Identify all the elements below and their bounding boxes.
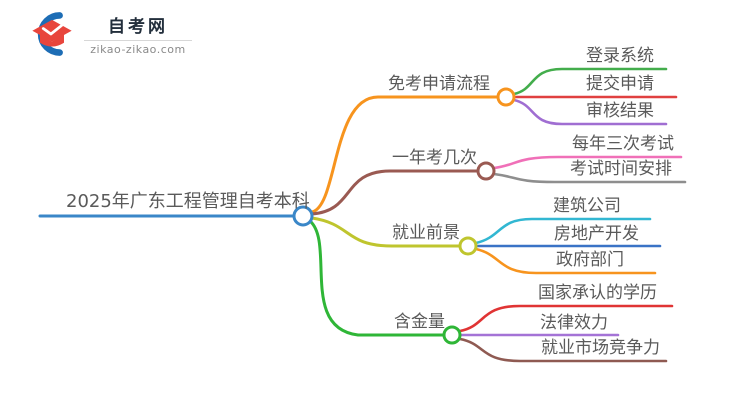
branch-label-employment-prospects: 就业前景 [392,223,460,243]
branch-1-curve [310,95,499,214]
site-logo: 自考网 zikao-zikao.com [28,10,192,58]
branch-label-credential-value: 含金量 [394,312,445,332]
leaf-2-2-line [492,172,687,184]
leaf-label-government-department: 政府部门 [556,250,624,270]
leaf-label-submit-application: 提交申请 [586,74,654,94]
leaf-3-1-line [474,217,652,245]
leaf-label-exam-schedule: 考试时间安排 [570,159,672,179]
branch-label-exemption-application-process: 免考申请流程 [388,74,490,94]
leaf-label-job-market-competitiveness: 就业市场竞争力 [541,338,660,358]
leaf-1-3-line [512,98,668,126]
branch-4-node [442,325,462,345]
leaf-label-construction-company: 建筑公司 [553,196,621,216]
leaf-label-legal-validity: 法律效力 [540,313,608,333]
logo-divider [84,40,192,41]
leaf-4-3-line [458,337,668,363]
leaf-2-1-line [492,155,683,170]
root-node [292,205,314,227]
branch-2-node [476,161,496,181]
root-node-label: 2025年广东工程管理自考本科 [66,191,310,212]
branch-4-curve [308,219,445,337]
branch-3-node [458,236,478,256]
branch-3-curve [310,216,461,248]
leaf-1-1-line [512,67,668,96]
leaf-3-3-line [474,247,657,275]
leaf-label-review-result: 审核结果 [586,101,654,121]
branch-1-node [496,87,516,107]
graduation-cap-icon [32,12,72,56]
branch-2-curve [310,169,479,216]
leaf-label-real-estate-development: 房地产开发 [554,224,639,244]
site-name: 自考网 [108,17,168,37]
leaf-4-1-line [458,304,674,333]
site-domain: zikao-zikao.com [90,43,186,56]
leaf-label-three-exams-per-year: 每年三次考试 [572,134,674,154]
leaf-label-login-system: 登录系统 [586,46,654,66]
leaf-label-state-recognized-qualification: 国家承认的学历 [538,283,657,303]
branch-label-exams-per-year: 一年考几次 [392,148,477,168]
